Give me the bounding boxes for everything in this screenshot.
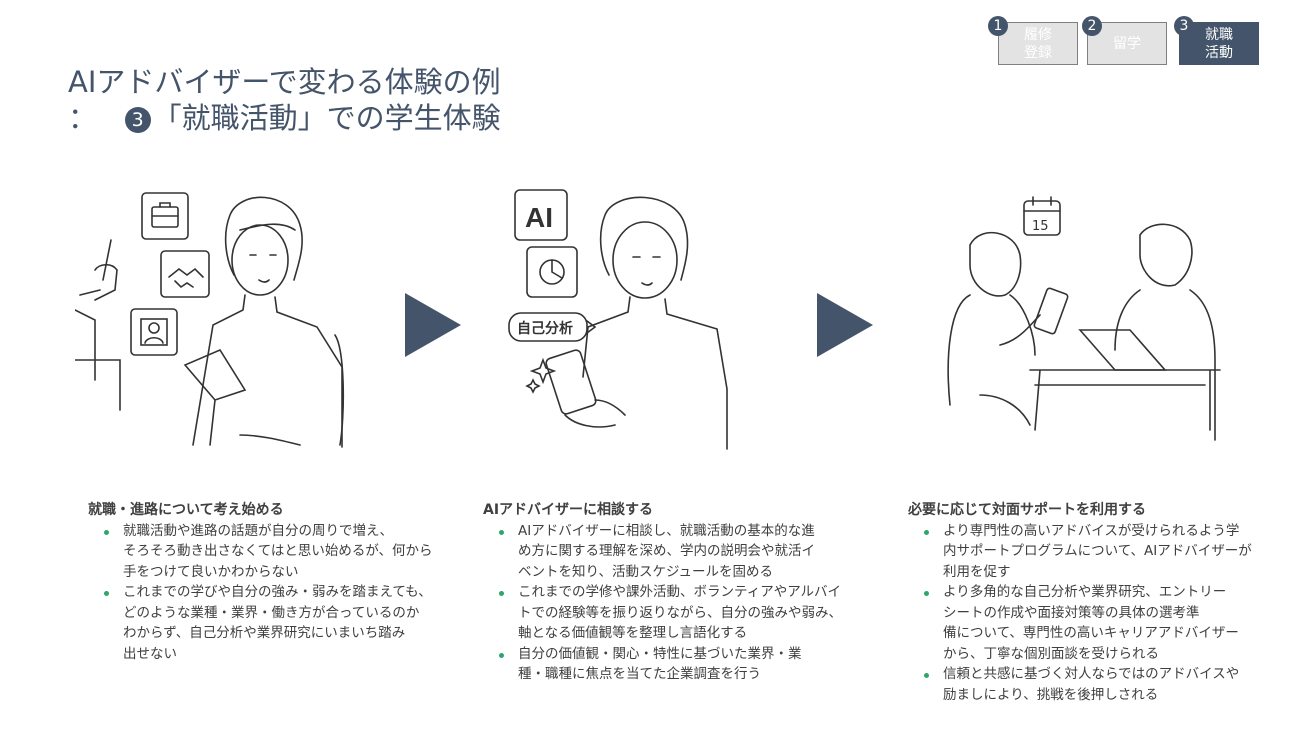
list-item: 自分の価値観・関心・特性に基づいた業界・業種・職種に焦点を当てた企業調査を行う (483, 644, 842, 685)
illustration-student-thinking (75, 192, 345, 448)
title-line-1: AIアドバイザーで変わる体験の例 (68, 65, 501, 99)
svg-text:15: 15 (1032, 219, 1049, 234)
smartphone-icon (1033, 287, 1069, 335)
step-badge-2: 2 (1082, 16, 1102, 36)
list-item: AIアドバイザーに相談し、就職活動の基本的な進め方に関する理解を深め、学内の説明… (483, 521, 842, 583)
column-heading: 就職・進路について考え始める (88, 502, 284, 518)
step-tab-1[interactable]: 履修 登録 (998, 22, 1078, 65)
next-arrow-2 (817, 293, 873, 357)
list-item: より多角的な自己分析や業界研究、エントリーシートの作成や面接対策等の具体の選考準… (908, 582, 1252, 664)
smartphone-icon (545, 349, 597, 415)
list-item: 信頼と共感に基づく対人ならではのアドバイスや励ましにより、挑戦を後押しされる (908, 664, 1252, 705)
handshake-icon (160, 250, 210, 298)
step-column-1: 就職・進路について考え始める 就職活動や進路の話題が自分の周りで増え、そろそろ動… (88, 500, 433, 664)
column-heading: 必要に応じて対面サポートを利用する (908, 502, 1146, 518)
list-item: これまでの学修や課外活動、ボランティアやアルバイトでの経験等を振り返りながら、自… (483, 582, 842, 644)
step-badge-1: 1 (988, 16, 1008, 36)
step-column-2: AIアドバイザーに相談する AIアドバイザーに相談し、就職活動の基本的な進め方に… (483, 500, 842, 685)
list-item: 就職活動や進路の話題が自分の周りで増え、そろそろ動き出さなくてはと思い始めるが、… (88, 521, 433, 583)
illustration-face-to-face-advising: 15 (947, 196, 1221, 441)
illustration-ai-consultation: AI 自己分析 (508, 189, 728, 450)
head-chart-icon (526, 246, 578, 298)
laptop-icon (1078, 329, 1167, 371)
list-item: より専門性の高いアドバイスが受けられるよう学内サポートプログラムについて、AIア… (908, 521, 1252, 583)
svg-text:自己分析: 自己分析 (517, 320, 573, 337)
step-tab-3[interactable]: 就職 活動 (1179, 22, 1259, 65)
briefcase-icon (141, 192, 189, 240)
profile-icon (130, 308, 178, 356)
ai-icon-label: AI (525, 202, 553, 233)
self-analysis-bubble: 自己分析 (508, 312, 597, 342)
calendar-icon: 15 (1023, 196, 1061, 236)
column-heading: AIアドバイザーに相談する (483, 502, 654, 518)
next-arrow-1 (405, 293, 461, 357)
page-title: AIアドバイザーで変わる体験の例 ： 3「就職活動」での学生体験 (68, 64, 501, 136)
list-item: これまでの学びや自分の強み・弱みを踏まえても、どのような業種・業界・働き方が合っ… (88, 582, 433, 664)
ai-icon-box (514, 189, 568, 241)
title-line-2: ： 3「就職活動」での学生体験 (68, 101, 501, 135)
step-column-3: 必要に応じて対面サポートを利用する より専門性の高いアドバイスが受けられるよう学… (908, 500, 1252, 705)
step-number-badge: 3 (124, 107, 151, 133)
step-badge-3: 3 (1174, 16, 1194, 36)
